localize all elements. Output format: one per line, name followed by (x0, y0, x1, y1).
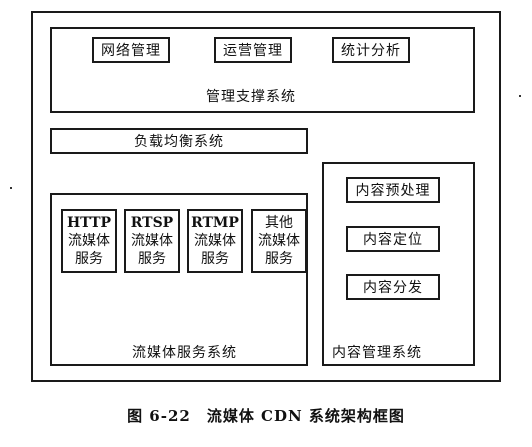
rtmp-service-box: RTMP 流媒体 服务 (187, 209, 243, 273)
content-system-title: 内容管理系统 (332, 345, 422, 361)
content-preprocess-box: 内容预处理 (346, 177, 440, 203)
service-line3: 服务 (138, 251, 166, 267)
service-protocol: RTSP (130, 215, 174, 231)
service-line3: 服务 (75, 251, 103, 267)
http-service-box: HTTP 流媒体 服务 (61, 209, 117, 273)
management-system-box (50, 27, 475, 113)
scan-speck (519, 95, 521, 97)
rtsp-service-box: RTSP 流媒体 服务 (124, 209, 180, 273)
service-protocol: RTMP (191, 215, 239, 231)
service-line2: 流媒体 (68, 233, 110, 249)
service-line2: 流媒体 (131, 233, 173, 249)
service-line3: 服务 (201, 251, 229, 267)
statistics-analysis-box: 统计分析 (332, 37, 410, 63)
management-system-title: 管理支撑系统 (206, 89, 296, 105)
other-service-box: 其他 流媒体 服务 (251, 209, 307, 273)
content-distribute-box: 内容分发 (346, 274, 440, 300)
service-protocol: 其他 (265, 215, 293, 231)
scan-speck (10, 187, 12, 189)
content-locate-box: 内容定位 (346, 226, 440, 252)
operation-management-box: 运营管理 (214, 37, 292, 63)
network-management-box: 网络管理 (92, 37, 170, 63)
service-line2: 流媒体 (258, 233, 300, 249)
load-balance-system-box: 负载均衡系统 (50, 128, 308, 154)
service-protocol: HTTP (66, 215, 112, 231)
figure-caption: 图 6-22 流媒体 CDN 系统架构框图 (127, 407, 405, 425)
service-line3: 服务 (265, 251, 293, 267)
streaming-system-title: 流媒体服务系统 (132, 345, 237, 361)
service-line2: 流媒体 (194, 233, 236, 249)
